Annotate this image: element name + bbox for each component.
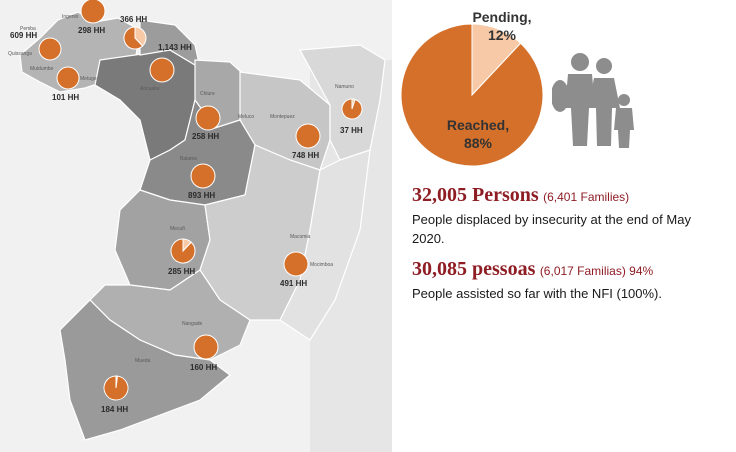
district-map: Ingenio Pemba Quissanga Metuge Ancuabe C… [0, 0, 392, 452]
place-label: Quissanga [8, 51, 32, 57]
district-polygons [19, 11, 386, 441]
displaced-desc-line2: 2020. [412, 231, 445, 246]
reached-label: Reached, 88% [428, 116, 528, 152]
mini-pie [283, 251, 309, 277]
district-markers: 298 HH 366 HH 609 HH 1,143 HH 101 HH 37 … [10, 0, 363, 414]
family-icon [552, 53, 634, 148]
district-marker[interactable]: 160 HH [190, 334, 219, 372]
pie-slices [400, 23, 544, 167]
assisted-stat: 30,085 pessoas (6,017 Familias) 94% Peop… [412, 258, 732, 303]
mini-pie-reached-slice [170, 238, 196, 264]
mini-pie [149, 57, 175, 83]
district-marker[interactable]: 258 HH [192, 105, 221, 141]
place-label: Ingenio [62, 14, 79, 20]
hh-label: 609 HH [10, 31, 37, 40]
hh-label: 285 HH [168, 267, 195, 276]
mini-pie-reached-slice [123, 26, 144, 50]
district-marker[interactable]: 491 HH [280, 251, 309, 288]
place-label: Nangade [182, 321, 203, 327]
place-label: Mecufi [170, 226, 185, 232]
mini-pie-reached-slice [190, 163, 216, 189]
mini-pie-reached-slice [80, 0, 106, 24]
mini-pie [80, 0, 106, 24]
mini-pie-reached-slice [295, 123, 321, 149]
district-marker[interactable]: 893 HH [188, 163, 216, 200]
hh-label: 748 HH [292, 151, 319, 160]
hh-label: 101 HH [52, 93, 79, 102]
district-marker[interactable]: 285 HH [168, 238, 196, 276]
district-marker[interactable]: 298 HH [78, 0, 106, 35]
mini-pie [190, 163, 216, 189]
displaced-desc-line1: People displaced by insecurity at the en… [412, 212, 691, 227]
map-panel: Ingenio Pemba Quissanga Metuge Ancuabe C… [0, 0, 392, 452]
pending-label: Pending, 12% [457, 8, 547, 44]
district-marker[interactable]: 37 HH [340, 98, 363, 135]
pending-pct: 12% [487, 27, 517, 43]
district-marker[interactable]: 609 HH [10, 31, 62, 61]
mini-pie-reached-slice [193, 334, 219, 360]
place-label: Balama [180, 156, 197, 162]
district-marker[interactable]: 184 HH [101, 375, 129, 414]
mini-pie [170, 238, 196, 264]
mini-pie-reached-slice [103, 375, 129, 401]
hh-label: 1,143 HH [158, 43, 192, 52]
district-marker[interactable]: 101 HH [52, 66, 80, 102]
mini-pie-reached-slice [149, 57, 175, 83]
assisted-persons: 30,085 pessoas [412, 258, 536, 280]
mini-pie-pending-slice [134, 26, 147, 47]
mini-pie [103, 375, 129, 401]
displaced-persons: 32,005 Persons [412, 184, 539, 206]
mini-pie-reached-slice [195, 105, 221, 131]
place-label: Namuno [335, 84, 354, 90]
mini-pie [56, 66, 80, 90]
district-marker[interactable]: 366 HH [120, 15, 147, 50]
mini-pie-reached-slice [38, 37, 62, 61]
pending-label-text: Pending, [472, 9, 532, 25]
hh-label: 298 HH [78, 26, 105, 35]
hh-label: 258 HH [192, 132, 219, 141]
district-marker[interactable]: 1,143 HH [149, 43, 192, 83]
hh-label: 37 HH [340, 126, 363, 135]
assisted-families: (6,017 Familias) 94% [539, 264, 654, 278]
mini-pie [38, 37, 62, 61]
reached-label-text: Reached, [446, 117, 510, 133]
mini-pie-reached-slice [283, 251, 309, 277]
mini-pie [123, 26, 147, 50]
hh-label: 491 HH [280, 279, 307, 288]
hh-label: 893 HH [188, 191, 215, 200]
mini-pie [195, 105, 221, 131]
place-labels: Ingenio Pemba Quissanga Metuge Ancuabe C… [8, 14, 354, 364]
place-label: Montepuez [270, 114, 295, 120]
displaced-description: People displaced by insecurity at the en… [412, 210, 732, 248]
reached-pct: 88% [463, 135, 493, 151]
place-label: Chiure [200, 91, 215, 97]
place-label: Mueda [135, 358, 151, 364]
place-label: Muidumbe [30, 66, 54, 72]
place-label: Ancuabe [140, 86, 160, 92]
place-label: Mocimboa [310, 262, 333, 268]
district-region [59, 299, 231, 441]
pie-slice-reached [400, 23, 544, 167]
mini-pie [295, 123, 321, 149]
place-label: Pemba [20, 26, 36, 32]
reached-pending-pie [400, 23, 544, 167]
hh-label: 160 HH [190, 363, 217, 372]
hh-label: 366 HH [120, 15, 147, 24]
place-label: Meluco [238, 114, 254, 120]
mini-pie-reached-slice [56, 66, 80, 90]
info-panel: Pending, 12% Reached, 88% 32,005 Persons… [392, 0, 736, 452]
hh-label: 184 HH [101, 405, 128, 414]
assisted-description: People assisted so far with the NFI (100… [412, 286, 663, 301]
mini-pie-reached-slice [341, 98, 363, 120]
district-region [279, 149, 371, 341]
place-label: Metuge [80, 76, 97, 82]
place-label: Macomia [290, 234, 311, 240]
district-marker[interactable]: 748 HH [292, 123, 321, 160]
displaced-stat: 32,005 Persons (6,401 Families) People d… [412, 184, 732, 248]
displaced-families: (6,401 Families) [543, 190, 630, 204]
mini-pie [341, 98, 363, 120]
mini-pie [193, 334, 219, 360]
